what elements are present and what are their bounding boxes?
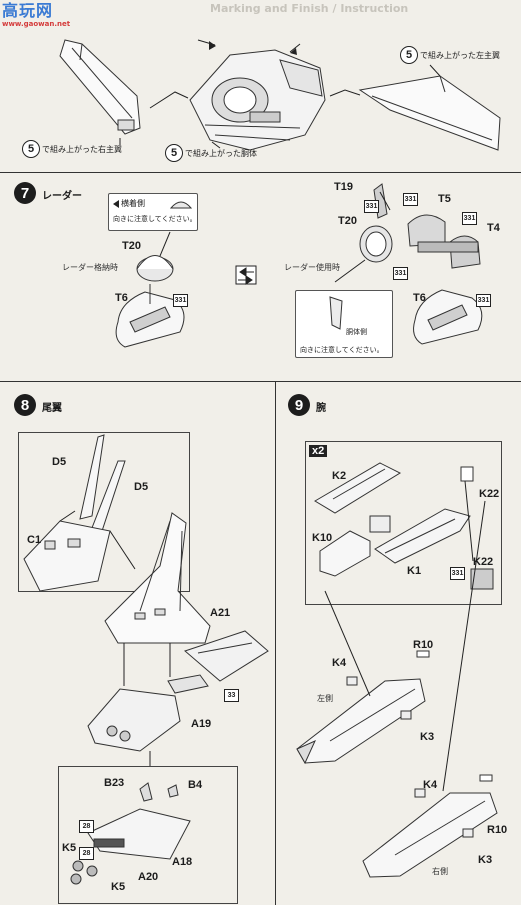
part-label-a20: A20 (138, 871, 159, 883)
step-9-title: 腕 (316, 403, 326, 414)
paint-code-badge: 331 (462, 212, 477, 225)
note-box-1: 横着側 向きに注意してください。 (108, 193, 198, 231)
paint-code-badge: 28 (79, 820, 94, 833)
radar-stowed-label: レーダー格納時 (62, 263, 118, 272)
arm-illustration (296, 462, 498, 878)
paint-code-badge: 331 (173, 294, 188, 307)
watermark-logo: 高玩网 www.gaowan.net (2, 2, 72, 32)
swap-arrows-icon (235, 265, 257, 285)
body-caption: で組み上がった胴体 (185, 148, 257, 158)
part-label-k3-right: K3 (478, 854, 493, 866)
part-label-a19: A19 (191, 718, 212, 730)
part-label-k4-right: K4 (423, 779, 438, 791)
callout-left-wing: 5 で組み上がった左主翼 (400, 46, 500, 64)
callout-right-wing: 5 で組み上がった右主翼 (22, 140, 122, 158)
divider-middle (0, 381, 521, 382)
part-label-k2: K2 (332, 470, 347, 482)
step-9-number: 9 (288, 394, 310, 416)
right-side-label: 右側 (432, 867, 448, 876)
left-wing-drawing (358, 75, 501, 151)
radar-cap-shape (169, 201, 193, 209)
left-side-label: 左側 (317, 694, 333, 703)
right-wing-caption: で組み上がった右主翼 (42, 144, 122, 154)
step-7-number: 7 (14, 182, 36, 204)
note-box-2: 胴体側 向きに注意してください。 (295, 290, 393, 358)
part-label-t4: T4 (487, 222, 500, 234)
part-label-c1: C1 (27, 534, 42, 546)
radar-fin-shape (329, 296, 343, 330)
step-ref-badge: 5 (400, 46, 418, 64)
part-label-k1: K1 (407, 565, 422, 577)
tail-illustration (23, 434, 269, 885)
top-assembly-illustration (59, 39, 501, 151)
part-label-t6: T6 (115, 292, 128, 304)
left-wing-caption: で組み上がった左主翼 (420, 50, 500, 60)
note-2-head: 胴体側 (346, 328, 367, 336)
step-ref-badge: 5 (165, 144, 183, 162)
step-8-title: 尾翼 (42, 403, 62, 414)
arrow-left-icon (113, 199, 119, 208)
part-label-k5-top: K5 (62, 842, 77, 854)
part-label-d5-left: D5 (52, 456, 67, 468)
paint-code-badge: 28 (79, 847, 94, 860)
step-8-number: 8 (14, 394, 36, 416)
radar-deployed-drawing (359, 183, 483, 345)
note-2-body: 向きに注意してください。 (300, 346, 384, 354)
part-label-k3-left: K3 (420, 731, 435, 743)
step-ref-badge: 5 (22, 140, 40, 158)
body-drawing (189, 49, 326, 151)
part-label-r10-right: R10 (487, 824, 508, 836)
part-label-k22: K22 (479, 488, 500, 500)
paint-code-badge: 33 (224, 689, 239, 702)
paint-code-badge: 331 (364, 200, 379, 213)
note-1-head: 横着側 (113, 198, 145, 209)
note-1-body: 向きに注意してください。 (113, 215, 197, 223)
watermark-brand: 高玩网 (2, 1, 54, 20)
part-label-b4: B4 (188, 779, 203, 791)
divider-top (0, 172, 521, 173)
tail-bottom-subassembly-box (58, 766, 238, 904)
paint-code-badge: 331 (476, 294, 491, 307)
part-label-t20: T20 (122, 240, 141, 252)
part-label-k4-left: K4 (332, 657, 347, 669)
part-label-a18: A18 (172, 856, 193, 868)
right-wing-drawing (59, 39, 141, 135)
part-label-t19: T19 (334, 181, 353, 193)
radar-stowed-drawing (115, 255, 185, 348)
header-faint-title: Marking and Finish / Instruction (210, 2, 409, 15)
part-label-d5-right: D5 (134, 481, 149, 493)
part-label-k10: K10 (312, 532, 333, 544)
watermark-url: www.gaowan.net (2, 20, 71, 28)
paint-code-badge: 331 (403, 193, 418, 206)
part-label-t5: T5 (438, 193, 451, 205)
part-label-b23: B23 (104, 777, 125, 789)
radar-illustration (115, 183, 483, 348)
step-7-title: レーダー (42, 191, 82, 202)
part-label-k22-paint: K22 (473, 556, 494, 568)
multiplier-badge: x2 (309, 445, 328, 457)
part-label-t6-deployed: T6 (413, 292, 426, 304)
part-label-t20-deployed: T20 (338, 215, 357, 227)
divider-column (275, 381, 276, 905)
paint-code-badge: 331 (393, 267, 408, 280)
callout-body: 5 で組み上がった胴体 (165, 144, 257, 162)
part-label-r10-left: R10 (413, 639, 434, 651)
arm-subassembly-box (305, 441, 502, 605)
part-label-a21: A21 (210, 607, 231, 619)
part-label-k5-bottom: K5 (111, 881, 126, 893)
radar-deployed-label: レーダー使用時 (284, 263, 340, 272)
paint-code-badge: 331 (450, 567, 465, 580)
tail-subassembly-box (18, 432, 190, 592)
